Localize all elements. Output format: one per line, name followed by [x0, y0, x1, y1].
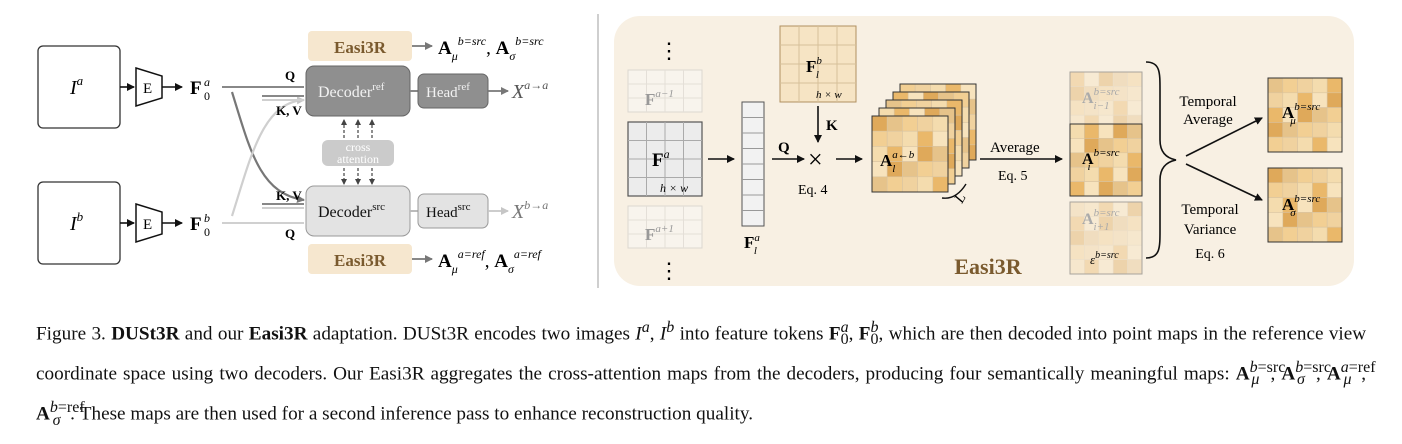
svg-text:Fal: Fal	[744, 232, 760, 257]
svg-text:Q: Q	[778, 140, 790, 156]
caption-bold-easi3r: Easi3R	[248, 323, 308, 345]
feature-grid-a-plus	[627, 205, 703, 249]
svg-text:cross: cross	[346, 140, 371, 154]
svg-text:Temporal: Temporal	[1179, 94, 1236, 110]
caption-text: , which are then decoded into point maps…	[36, 323, 1367, 385]
svg-text:εb=src: εb=src	[1090, 250, 1119, 267]
svg-text:Fa+1: Fa+1	[645, 223, 674, 244]
token-column	[741, 101, 765, 227]
encoder-b	[135, 202, 163, 244]
result-maps	[1267, 77, 1343, 243]
caption-text: . These maps are then used for a second …	[70, 403, 753, 425]
svg-text:Aa←bl: Aa←bl	[880, 149, 915, 175]
frame-map-current	[1069, 123, 1143, 197]
svg-text:attention: attention	[337, 152, 379, 166]
image-a-label: Ia	[69, 73, 84, 99]
easi3r-box-bottom	[308, 244, 412, 274]
svg-text:Average: Average	[1183, 112, 1233, 128]
easi3r-title: Easi3R	[954, 254, 1022, 279]
feature-grid-a	[627, 121, 703, 197]
svg-text:Average: Average	[990, 140, 1040, 156]
output-x-ref: Xa→a	[511, 78, 548, 103]
svg-text:Easi3R: Easi3R	[334, 251, 387, 270]
right-panel: ⋮ ⋮ Fa−1 Fa h × w Fa+1	[614, 16, 1354, 286]
svg-text:E: E	[143, 81, 152, 97]
svg-text:h × w: h × w	[660, 181, 688, 195]
caption-label: Figure 3.	[36, 323, 106, 345]
frame-maps	[1069, 71, 1143, 275]
caption-text: and our	[184, 323, 244, 345]
attention-stack	[871, 83, 977, 193]
q-label-ref: Q	[285, 68, 295, 83]
kv-label-src: K, V	[276, 188, 302, 203]
image-b-label: Ib	[69, 209, 84, 235]
kv-label-ref: K, V	[276, 103, 302, 118]
svg-text:Ab=srcμ: Ab=srcμ	[1282, 101, 1320, 127]
svg-text:Eq. 6: Eq. 6	[1195, 247, 1225, 262]
svg-text:E: E	[143, 217, 152, 233]
caption-bold-dust3r: DUSt3R	[111, 323, 180, 345]
figure-caption: Figure 3. DUSt3R and our Easi3R adaptati…	[36, 319, 1376, 429]
attn-maps-bottom: Aμa=ref, Aσa=ref	[438, 247, 543, 276]
feature-grid-b	[779, 25, 857, 103]
svg-text:Decoderref: Decoderref	[318, 81, 385, 101]
result-map-mu	[1267, 77, 1343, 153]
svg-text:Temporal: Temporal	[1181, 202, 1238, 218]
feature-grid-a-minus	[627, 69, 703, 113]
svg-text:Headsrc: Headsrc	[426, 201, 471, 221]
cross-attention-box	[322, 140, 394, 166]
svg-text:⋮: ⋮	[658, 258, 680, 283]
caption-text: into feature tokens	[679, 323, 824, 345]
svg-text:Headref: Headref	[426, 81, 470, 101]
svg-text:h × w: h × w	[816, 89, 842, 101]
svg-text:Eq. 4: Eq. 4	[798, 183, 828, 198]
svg-text:Easi3R: Easi3R	[334, 38, 387, 57]
svg-text:K: K	[826, 118, 838, 134]
caption-text: adaptation. DUSt3R encodes two images	[312, 323, 630, 345]
easi3r-box-top	[308, 31, 412, 61]
svg-text:Ab=srcσ: Ab=srcσ	[1282, 193, 1320, 219]
svg-text:Fa−1: Fa−1	[645, 88, 674, 109]
right-panel-bg	[614, 16, 1354, 286]
multiply-symbol: ×	[808, 145, 823, 174]
svg-text:Decodersrc: Decodersrc	[318, 201, 385, 221]
q-label-src: Q	[285, 226, 295, 241]
attn-maps-top: Aμb=src, Aσb=src	[438, 34, 544, 63]
frame-map-next	[1069, 201, 1143, 275]
result-map-sigma	[1267, 167, 1343, 243]
svg-text:⋮: ⋮	[658, 38, 680, 63]
svg-text:Fbl: Fbl	[806, 55, 822, 81]
svg-text:Eq. 5: Eq. 5	[998, 169, 1028, 184]
brace	[1145, 61, 1177, 259]
attention-layer	[871, 115, 949, 193]
output-x-src: Xb→a	[511, 198, 548, 223]
svg-text:Fa: Fa	[652, 147, 670, 171]
svg-text:Variance: Variance	[1184, 222, 1237, 238]
encoder-a	[135, 66, 163, 108]
